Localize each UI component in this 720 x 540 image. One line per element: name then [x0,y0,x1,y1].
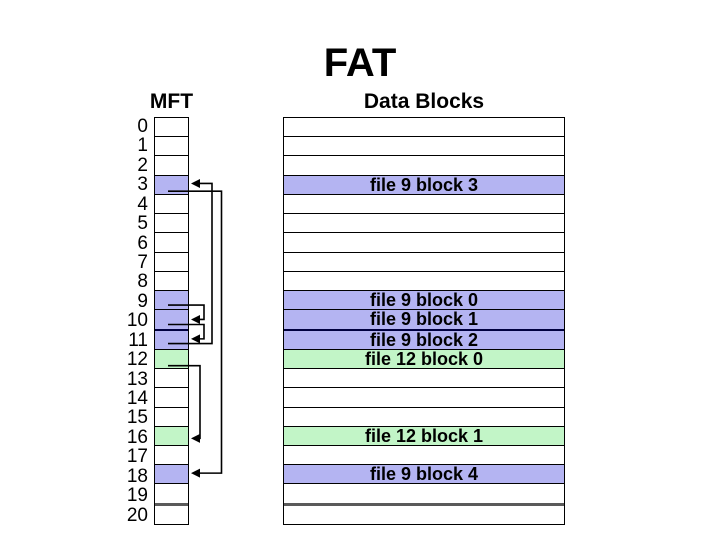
data-block-cell-6 [284,232,564,252]
data-block-cell-17 [284,444,564,465]
row-number-11: 11 [128,329,148,351]
mft-cell-15 [155,406,188,426]
slide-title: FAT [323,41,397,85]
mft-cell-8 [155,270,188,291]
arrowhead-icon [191,178,200,188]
data-block-cell-1 [284,136,564,156]
data-block-cell-7 [284,251,564,271]
data-block-label: file 9 block 0 [369,290,479,311]
row-number-14: 14 [126,388,148,409]
row-number-10: 10 [126,310,148,332]
data-block-cell-14 [284,387,564,407]
data-block-label: file 12 block 1 [364,425,484,446]
mft-cell-9 [155,290,188,310]
row-number-9: 9 [137,290,148,312]
data-block-cell-5 [284,213,564,233]
mft-cell-10 [155,309,188,329]
data-block-cell-0 [284,118,564,137]
row-number-5: 5 [137,213,148,235]
mft-cell-14 [155,387,188,407]
row-number-1: 1 [137,135,148,157]
mft-cell-18 [155,464,188,484]
row-number-17: 17 [126,446,148,468]
mft-header: MFT [149,90,194,113]
arrowhead-icon [191,433,200,443]
mft-cell-6 [155,232,188,252]
arrowhead-icon [191,468,200,478]
data-block-cell-15 [284,406,564,426]
mft-column [154,117,189,525]
mft-cell-16 [155,425,188,445]
mft-cell-13 [155,368,188,388]
data-block-cell-19 [284,483,564,503]
row-number-12: 12 [126,349,148,371]
row-number-18: 18 [126,465,148,487]
arrowhead-icon [191,334,200,344]
data-block-cell-12: file 12 block 0 [284,348,564,369]
data-block-cell-16: file 12 block 1 [284,425,564,446]
mft-cell-20 [155,502,188,524]
data-block-cell-8 [284,270,564,291]
row-number-7: 7 [137,252,148,273]
mft-cell-12 [155,348,188,369]
data-block-cell-11: file 9 block 2 [284,328,564,350]
row-number-15: 15 [126,407,148,429]
row-number-3: 3 [137,174,148,196]
row-number-6: 6 [137,232,148,254]
data-block-label: file 9 block 1 [369,309,479,330]
mft-cell-11 [155,328,188,349]
row-number-8: 8 [137,271,148,293]
mft-cell-5 [155,213,188,233]
row-number-16: 16 [126,426,148,448]
row-number-4: 4 [137,193,148,215]
mft-cell-1 [155,136,188,156]
data-block-cell-10: file 9 block 1 [284,309,564,330]
row-number-0: 0 [137,116,148,137]
data-block-cell-9: file 9 block 0 [284,290,564,311]
data-blocks-header: Data Blocks [363,90,485,113]
data-block-cell-20 [284,502,564,524]
mft-cell-0 [155,118,188,137]
row-number-19: 19 [126,485,148,507]
arrowhead-icon [191,314,200,324]
row-number-2: 2 [137,154,148,176]
mft-cell-7 [155,251,188,271]
row-number-20: 20 [126,504,148,526]
row-number-13: 13 [126,368,148,390]
mft-cell-3 [155,174,188,194]
mft-cell-4 [155,193,188,214]
data-block-label: file 12 block 0 [364,348,484,369]
mft-cell-19 [155,483,188,503]
mft-cell-17 [155,444,188,465]
mft-cell-2 [155,155,188,175]
data-block-cell-13 [284,368,564,388]
data-block-label: file 9 block 3 [369,174,479,195]
data-block-label: file 9 block 2 [369,329,479,350]
data-block-cell-2 [284,155,564,175]
data-block-cell-4 [284,193,564,214]
data-block-cell-18: file 9 block 4 [284,464,564,485]
data-block-cell-3: file 9 block 3 [284,174,564,195]
data-block-label: file 9 block 4 [369,464,479,485]
